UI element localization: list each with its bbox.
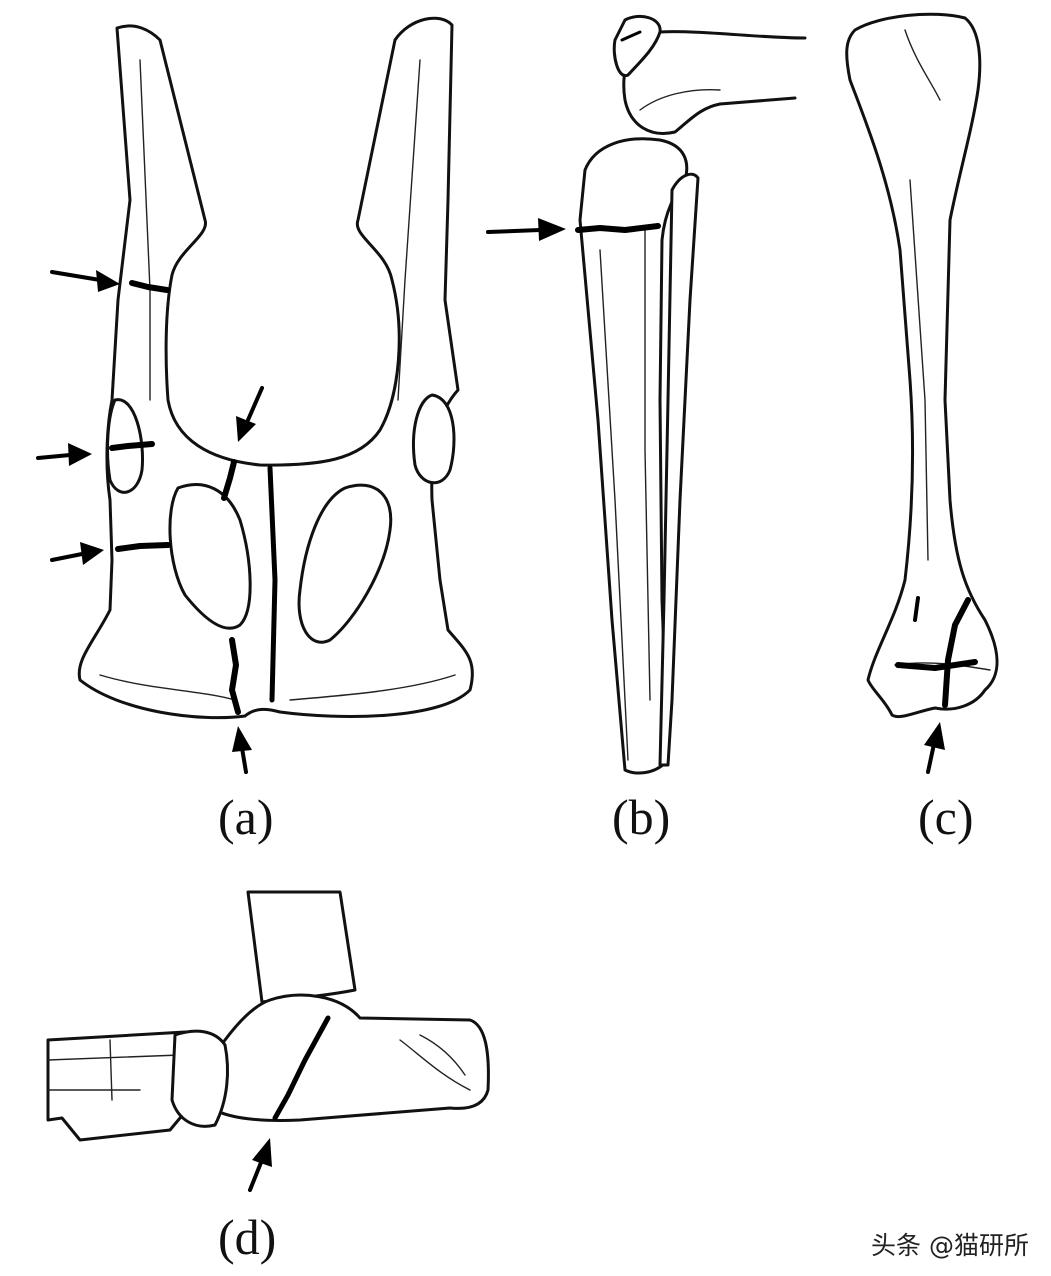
arrow-a-caudal	[232, 726, 252, 774]
femur-contour-line	[639, 88, 721, 111]
fracture-humeral-condyle-horizontal	[895, 659, 978, 671]
fracture-calcaneus	[272, 1015, 331, 1121]
fracture-humeral-fragment	[913, 596, 920, 622]
pelvis-contour-line	[99, 674, 236, 701]
right-acetabulum	[412, 393, 456, 485]
pelvis-contour-line	[397, 59, 421, 401]
fracture-left-acetabulum	[109, 441, 155, 451]
humerus-contour-line	[904, 29, 941, 101]
calcaneus-contour-line	[399, 1039, 471, 1091]
calcaneus-contour-line	[419, 1034, 466, 1076]
panel-c-humerus-drawing	[845, 12, 999, 774]
arrow-d-calcaneus	[248, 1138, 272, 1192]
calcaneus	[208, 993, 490, 1122]
left-obturator-foramen	[168, 483, 252, 630]
panel-caption-c: (c)	[918, 789, 974, 845]
metatarsal-line	[109, 1039, 113, 1101]
arrow-a-ilium	[50, 270, 120, 292]
pelvis-contour-line	[289, 674, 456, 701]
panel-caption-a: (a)	[218, 789, 274, 845]
right-obturator-foramen	[297, 483, 393, 644]
metatarsal-line	[47, 1054, 181, 1061]
fracture-humeral-condyle-vertical	[942, 597, 971, 708]
humerus	[845, 12, 999, 719]
symphysis-line	[267, 465, 278, 703]
humerus-contour-line	[909, 179, 929, 561]
tibia-distal	[246, 890, 357, 1004]
fibula	[658, 172, 700, 767]
fracture-proximal-tibia	[575, 223, 661, 233]
femur-distal	[622, 30, 807, 135]
fracture-left-ilium	[129, 280, 170, 293]
watermark-text: 头条 @猫研所	[871, 1231, 1029, 1260]
panel-caption-d: (d)	[218, 1209, 277, 1265]
panel-d-calcaneus-drawing	[46, 890, 490, 1192]
arrow-b-tibia	[486, 218, 566, 241]
arrow-a-acetabulum	[36, 443, 92, 466]
tibia-contour-line	[644, 229, 651, 701]
fracture-left-ischium	[115, 542, 171, 552]
tibia-contour-line	[599, 249, 629, 761]
arrow-a-pubis	[236, 386, 264, 442]
tarsal-bones	[170, 1029, 230, 1128]
panel-b-tibia-drawing	[486, 15, 807, 775]
fracture-ischium-caudal	[229, 637, 241, 715]
panel-a-pelvis-drawing	[36, 16, 474, 774]
panel-caption-b: (b)	[612, 789, 671, 845]
patella-line	[620, 30, 642, 42]
arrow-c-humerus	[924, 722, 945, 774]
patella	[612, 15, 662, 78]
fracture-pubis	[221, 459, 237, 501]
arrow-a-ischium	[50, 542, 104, 565]
